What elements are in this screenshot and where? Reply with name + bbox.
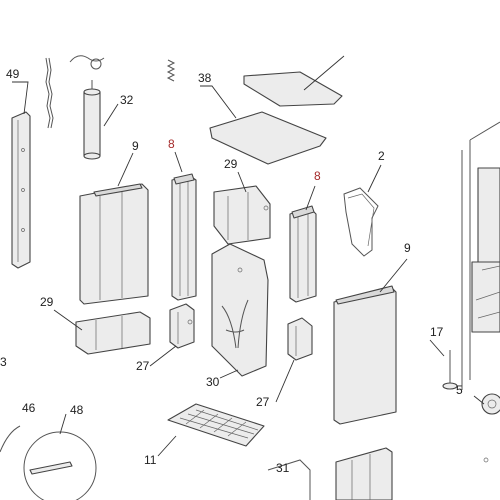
part-48-detail-circle[interactable] — [23, 431, 97, 500]
stove-assembly-partial[interactable] — [461, 121, 500, 390]
part-17-bolt[interactable] — [442, 350, 458, 390]
part-49-side-rail[interactable] — [11, 111, 31, 269]
part-30-center-panel[interactable] — [211, 243, 269, 377]
part-2-wire-bracket[interactable] — [343, 187, 379, 257]
label-49: 49 — [6, 67, 20, 81]
label-2: 2 — [378, 149, 385, 163]
label-8-right: 8 — [314, 169, 321, 183]
label-46: 46 — [22, 401, 36, 415]
part-9-left-back-panel[interactable] — [79, 183, 149, 305]
label-38: 38 — [198, 71, 212, 85]
label-27-right: 27 — [256, 395, 270, 409]
label-17: 17 — [430, 325, 444, 339]
part-31-partial[interactable] — [267, 459, 311, 500]
label-48: 48 — [70, 403, 84, 417]
label-27-left: 27 — [136, 359, 150, 373]
part-spring[interactable] — [166, 59, 176, 82]
part-32-cylinder[interactable] — [83, 80, 101, 160]
part-5-wheel[interactable] — [481, 393, 500, 463]
label-31: 31 — [276, 461, 290, 475]
part-29-lower-piece[interactable] — [75, 311, 151, 355]
part-46-arc[interactable] — [0, 425, 21, 453]
part-27-left-block[interactable] — [169, 303, 195, 349]
label-9-left: 9 — [132, 139, 139, 153]
part-9-right-back-panel[interactable] — [333, 285, 397, 425]
part-27-right-block[interactable] — [287, 317, 313, 361]
label-30: 30 — [206, 375, 220, 389]
label-8-center: 8 — [168, 137, 175, 151]
label-11: 11 — [144, 453, 157, 467]
callout-labels: 49 32 38 8 9 29 2 8 9 29 27 30 27 11 31 … — [0, 67, 463, 475]
part-11-grate[interactable] — [167, 403, 265, 447]
part-38-top-plates[interactable] — [209, 71, 343, 165]
label-9-right: 9 — [404, 241, 411, 255]
part-29-upper-piece[interactable] — [213, 185, 271, 245]
part-wire-hook[interactable] — [69, 55, 105, 70]
part-lower-right-partial[interactable] — [335, 447, 393, 500]
label-29-lower: 29 — [40, 295, 54, 309]
label-29-upper: 29 — [224, 157, 238, 171]
part-8-center-column[interactable] — [171, 173, 197, 301]
label-3: 3 — [0, 355, 7, 369]
label-32: 32 — [120, 93, 134, 107]
part-8-right-column[interactable] — [289, 205, 317, 303]
part-chain[interactable] — [45, 57, 54, 129]
leader-lines — [12, 55, 485, 457]
label-5: 5 — [456, 383, 463, 397]
